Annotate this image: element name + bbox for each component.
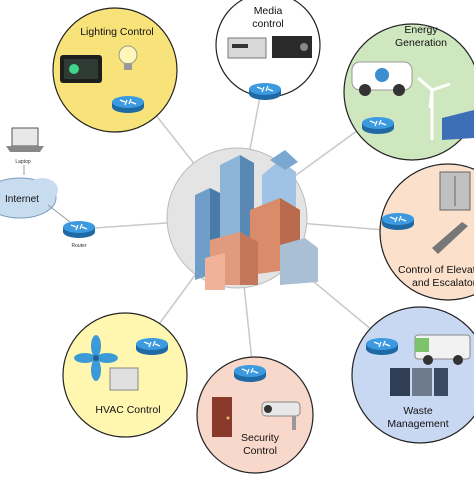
media-control-label: Media control: [240, 5, 296, 31]
node-media-control: [215, 0, 321, 101]
media-label-line1: Media: [253, 5, 283, 17]
hub-city: [166, 147, 318, 290]
escalator-icon: [432, 222, 468, 254]
security-label-line1: Security: [241, 432, 279, 444]
laptop-icon: [6, 127, 44, 152]
security-label-line2: Control: [243, 445, 277, 457]
router-label: Router: [71, 243, 87, 249]
node-waste-management: [351, 306, 474, 444]
security-control-label: Security Control: [230, 432, 290, 458]
elevator-control-label: Control of Elevators and Escalators: [398, 264, 474, 290]
ac-unit-icon: [109, 367, 139, 391]
energy-generation-label: Energy Generation: [386, 24, 456, 50]
elevator-label-line2: and Escalators: [412, 277, 474, 289]
light-bulb-icon: [118, 45, 138, 70]
hvac-control-label: HVAC Control: [95, 404, 161, 416]
media-player-icon: [272, 36, 312, 58]
garbage-truck-icon: [414, 334, 471, 365]
router-icon: [111, 95, 145, 114]
laptop-label: Laptop: [15, 159, 31, 165]
node-hvac-control: [62, 312, 188, 438]
internet-cluster: [0, 127, 96, 239]
media-label-line2: control: [252, 18, 284, 30]
city-buildings-icon: [195, 150, 318, 290]
energy-label-line1: Energy: [404, 24, 438, 36]
router-icon: [248, 82, 282, 101]
router-icon: [365, 337, 399, 356]
elevator-label-line1: Control of Elevators: [398, 264, 474, 276]
router-icon: [62, 220, 96, 239]
node-energy-generation: [343, 23, 474, 161]
node-elevator-control: [379, 163, 474, 301]
router-icon: [135, 337, 169, 356]
electric-car-icon: [351, 61, 413, 96]
door-icon: [212, 397, 232, 437]
router-icon: [381, 212, 415, 231]
solar-panel-icon: [442, 110, 474, 140]
recycling-bins-icon: [390, 368, 448, 396]
router-icon: [361, 116, 395, 135]
security-camera-icon: [261, 401, 301, 430]
router-icon: [233, 364, 267, 383]
lighting-control-label: Lighting Control: [80, 26, 154, 38]
node-security-control: [196, 356, 314, 474]
fan-icon: [74, 335, 118, 381]
internet-label: Internet: [5, 194, 39, 205]
node-lighting-control: [52, 7, 178, 133]
waste-management-label: Waste Management: [378, 405, 458, 431]
waste-label-line1: Waste: [403, 405, 433, 417]
wind-turbine-icon: [417, 76, 451, 140]
waste-label-line2: Management: [387, 418, 449, 430]
internet-cloud-icon: [0, 177, 58, 219]
energy-label-line2: Generation: [395, 37, 447, 49]
